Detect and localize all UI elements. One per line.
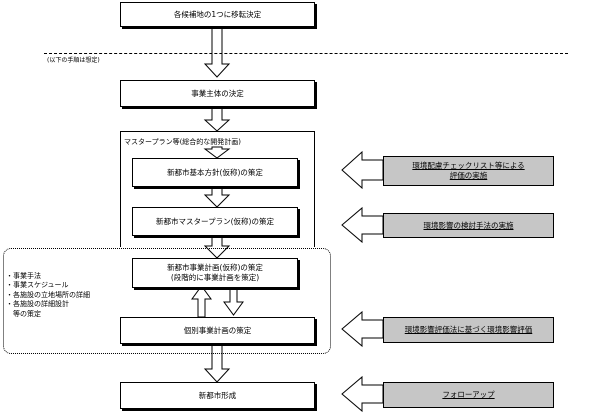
master-plan-group-title: マスタープラン等(総合的な開発計画) <box>124 138 242 146</box>
side-note-3: ・各施設の立地場所の詳細 <box>6 290 90 299</box>
side-notes: ・事業手法 ・事業スケジュール ・各施設の立地場所の詳細 ・各施設の詳細設計 等… <box>6 272 90 319</box>
step-basic-policy-label: 新都市基本方針(仮称)の策定 <box>167 167 263 177</box>
step-business-plan: 新都市事業計画(仮称)の策定 (段階的に事業計画を策定) <box>132 258 298 288</box>
env-assessment-label: 環境影響評価法に基づく環境影響評価 <box>404 325 533 334</box>
step-relocation-decision-label: 各候補地の1つに移転決定 <box>173 9 262 19</box>
arrow-group-to-policy <box>203 146 231 159</box>
arrow-left-review <box>341 206 384 244</box>
detailed-planning-region <box>3 248 331 354</box>
step-relocation-decision: 各候補地の1つに移転決定 <box>120 2 315 27</box>
arrow-entity-to-group <box>203 106 231 132</box>
arrow-top-to-entity <box>203 25 231 78</box>
step-entity-decision-label: 事業主体の決定 <box>191 88 244 98</box>
env-assessment-box: 環境影響評価法に基づく環境影響評価 <box>383 317 554 343</box>
arrow-masterplan-to-business <box>203 235 231 259</box>
arrow-left-assessment <box>341 310 384 348</box>
step-master-plan-label: 新都市マスタープラン(仮称)の策定 <box>156 216 274 226</box>
env-checklist-line1: 環境配慮チェックリスト等による <box>412 161 525 170</box>
step-basic-policy: 新都市基本方針(仮称)の策定 <box>132 158 298 187</box>
env-checklist-box: 環境配慮チェックリスト等による 評価の実施 <box>383 156 554 186</box>
step-individual-plan-label: 個別事業計画の策定 <box>183 325 252 335</box>
env-review-method-box: 環境影響の検討手法の実施 <box>383 213 554 238</box>
env-review-method-label: 環境影響の検討手法の実施 <box>423 220 514 230</box>
step-master-plan: 新都市マスタープラン(仮称)の策定 <box>132 207 298 236</box>
arrow-left-followup <box>341 375 384 413</box>
arrow-individual-to-business-up <box>191 285 212 318</box>
arrow-business-to-individual-down <box>223 287 244 316</box>
env-checklist-line2: 評価の実施 <box>449 171 488 180</box>
step-business-plan-line1: 新都市事業計画(仮称)の策定 <box>167 263 263 272</box>
side-note-5: 等の策定 <box>6 309 41 318</box>
side-note-1: ・事業手法 <box>6 272 41 280</box>
side-note-4: ・各施設の詳細設計 <box>6 300 69 309</box>
follow-up-label: フォローアップ <box>442 390 495 399</box>
assumption-note: (以下の手順は想定) <box>47 57 100 64</box>
step-new-city-formation: 新都市形成 <box>120 382 315 409</box>
step-entity-decision: 事業主体の決定 <box>120 80 315 107</box>
step-new-city-formation-label: 新都市形成 <box>198 390 237 400</box>
arrow-left-checklist <box>341 150 384 190</box>
step-individual-plan: 個別事業計画の策定 <box>120 317 315 344</box>
follow-up-box: フォローアップ <box>383 382 554 408</box>
master-plan-group <box>120 131 315 247</box>
dashed-divider <box>44 53 568 54</box>
arrow-individual-to-formation <box>203 343 231 383</box>
arrow-policy-to-masterplan <box>203 187 231 208</box>
step-business-plan-line2: (段階的に事業計画を策定) <box>170 273 260 282</box>
side-note-2: ・事業スケジュール <box>6 281 69 290</box>
